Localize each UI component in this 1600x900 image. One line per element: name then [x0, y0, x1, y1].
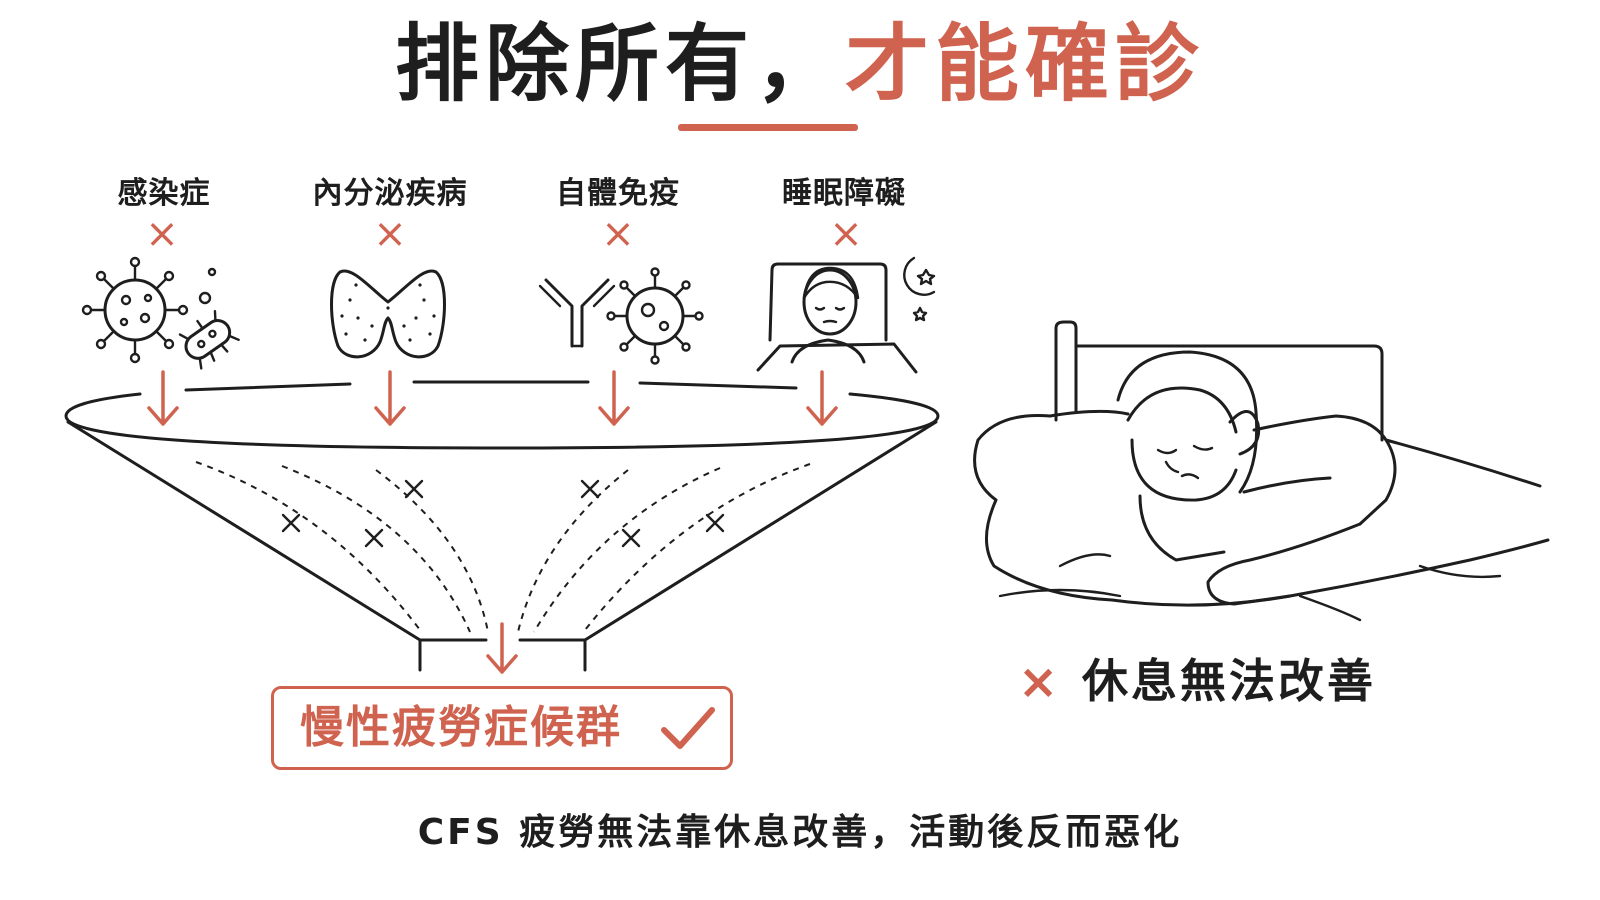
- tired-woman-illustration: [973, 320, 1550, 622]
- check-icon: [661, 707, 715, 749]
- page-title: 排除所有，才能確診: [0, 14, 1600, 114]
- exclusion-funnel: [64, 380, 940, 672]
- rest-cross-mark: ×: [1018, 654, 1059, 710]
- arrow-sleep: [806, 370, 838, 426]
- footer-caption: CFS 疲勞無法靠休息改善，活動後反而惡化: [417, 812, 1183, 853]
- title-part-2: 才能確診: [845, 15, 1206, 113]
- diagnosis-result-box: [271, 686, 733, 770]
- diagnosis-result-label: 慢性疲勞症候群: [300, 702, 622, 753]
- title-part-1: 排除所有，: [394, 15, 845, 113]
- bacteria-icon: [178, 310, 240, 370]
- exclude-mark-infection: ×: [145, 211, 179, 257]
- arrow-autoimmune: [598, 370, 630, 426]
- pathogen-icon: [606, 267, 704, 365]
- category-label-infection: 感染症: [117, 176, 211, 211]
- arrow-result: [486, 622, 518, 674]
- title-underline: [678, 124, 858, 131]
- exclude-mark-endocrine: ×: [373, 211, 407, 257]
- exclude-mark-sleep: ×: [829, 211, 863, 257]
- funnel-cross-marks: [281, 479, 725, 548]
- sleep-disorder-icon: [756, 256, 936, 374]
- virus-icon: [81, 256, 217, 364]
- thyroid-icon: [330, 269, 446, 359]
- category-label-sleep: 睡眠障礙: [782, 176, 906, 211]
- antibody-icon: [538, 278, 616, 348]
- exclude-mark-autoimmune: ×: [601, 211, 635, 257]
- rest-statement: 休息無法改善: [1082, 654, 1376, 708]
- category-label-autoimmune: 自體免疫: [556, 176, 680, 211]
- arrow-infection: [147, 370, 179, 426]
- category-label-endocrine: 內分泌疾病: [312, 176, 468, 211]
- arrow-endocrine: [374, 370, 406, 426]
